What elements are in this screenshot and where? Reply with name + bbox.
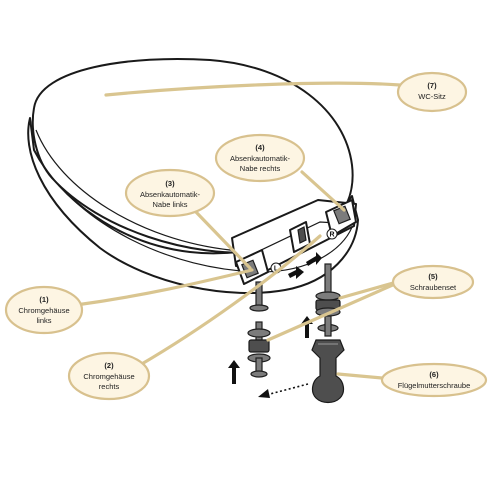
callout-3-text-2: Nabe links (152, 200, 187, 209)
wing-nut-bolt (311, 339, 345, 404)
wing-nut (311, 339, 345, 404)
leader-7 (104, 81, 402, 97)
callout-2-number: (2) (104, 361, 114, 370)
leader-1 (74, 268, 254, 307)
leader-lines (74, 81, 406, 380)
callout-4-text-1: Absenkautomatik- (230, 154, 291, 163)
callout-5-text: Schraubenset (410, 283, 457, 292)
arrow-up-left (228, 360, 240, 384)
arrow-hinge-right (306, 252, 322, 266)
callout-3-number: (3) (165, 179, 175, 188)
callout-2: (2) Chromgehäuse rechts (67, 351, 151, 401)
washer-right-1 (315, 291, 341, 301)
callout-7: (7) WC-Sitz (396, 71, 468, 113)
callout-2-text-2: rechts (99, 382, 120, 391)
callout-3-text-1: Absenkautomatik- (140, 190, 201, 199)
screw-set-left (247, 281, 271, 378)
leader-4 (300, 170, 346, 212)
leader-5b (266, 278, 406, 342)
callout-6-text: Flügelmutterschraube (398, 381, 471, 390)
callout-1-number: (1) (39, 295, 49, 304)
arrow-dotted (269, 383, 309, 395)
callout-1: (1) Chromgehäuse links (4, 285, 84, 335)
callout-1-text-2: links (36, 316, 51, 325)
callout-1-text-1: Chromgehäuse (18, 306, 69, 315)
mark-right: R (329, 232, 334, 239)
callout-2-text-1: Chromgehäuse (83, 372, 134, 381)
seat-edge (39, 159, 355, 273)
callout-4-text-2: Nabe rechts (240, 164, 281, 173)
callout-4-number: (4) (255, 143, 265, 152)
hub-right (333, 205, 351, 225)
callout-3: (3) Absenkautomatik- Nabe links (124, 168, 216, 218)
washer-left-1 (247, 328, 271, 338)
mark-left: L (274, 266, 279, 273)
callout-7-number: (7) (427, 81, 437, 90)
callout-5: (5) Schraubenset (391, 264, 475, 300)
callout-6: (6) Flügelmutterschraube (380, 362, 488, 398)
callout-6-number: (6) (429, 370, 439, 379)
callout-5-number: (5) (428, 272, 438, 281)
callout-4: (4) Absenkautomatik- Nabe rechts (214, 133, 306, 183)
callout-7-text: WC-Sitz (418, 92, 446, 101)
leader-2 (138, 234, 322, 367)
leader-3 (194, 210, 252, 270)
nut-left (248, 339, 270, 353)
leader-6 (336, 372, 384, 380)
arrow-hinge-left (288, 266, 304, 279)
